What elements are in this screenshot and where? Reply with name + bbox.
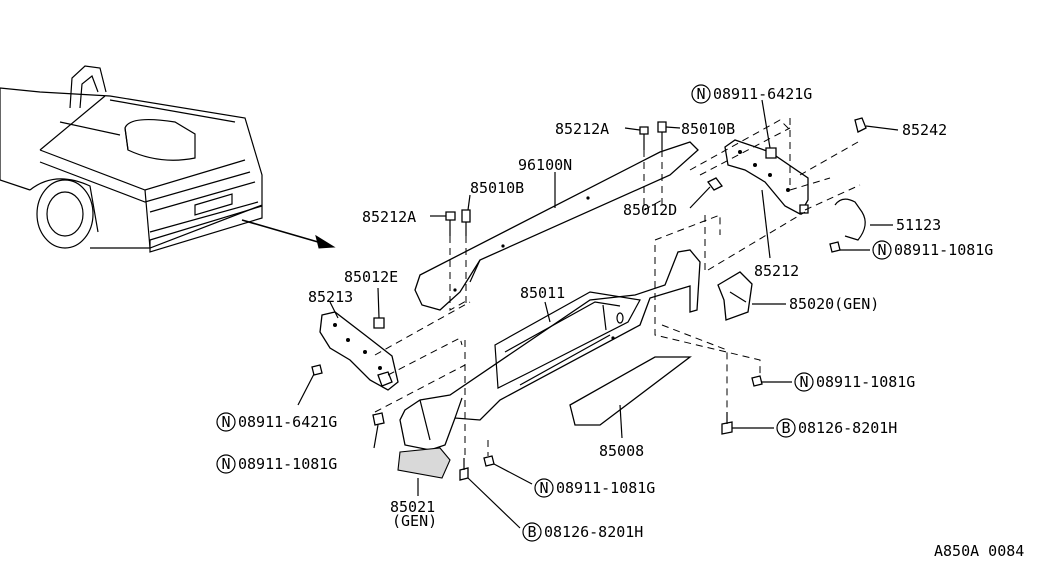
bolt-badge-bottom: B bbox=[522, 522, 542, 542]
step-pad-85008 bbox=[569, 356, 692, 426]
reinforcement-plate-96100N bbox=[414, 141, 699, 311]
label-08911-1081G-left: 08911-1081G bbox=[238, 455, 337, 473]
label-08911-6421G-top: 08911-6421G bbox=[713, 85, 812, 103]
label-85012E: 85012E bbox=[344, 268, 398, 286]
label-08126-8201H-bottom: 08126-8201H bbox=[544, 523, 643, 541]
svg-text:B: B bbox=[527, 523, 536, 541]
nut-badge-mid: N bbox=[794, 372, 814, 392]
svg-text:N: N bbox=[696, 85, 705, 103]
label-85010B-top: 85010B bbox=[681, 120, 735, 138]
nut-badge-left-lower: N bbox=[216, 454, 236, 474]
truck-bed-illustration bbox=[0, 65, 263, 253]
direction-arrow bbox=[241, 219, 336, 249]
label-85012D: 85012D bbox=[623, 201, 677, 219]
label-85242: 85242 bbox=[902, 121, 947, 139]
bolt-badge-right: B bbox=[776, 418, 796, 438]
label-08126-8201H-right: 08126-8201H bbox=[798, 419, 897, 437]
label-85021: 85021 bbox=[390, 498, 435, 516]
callout-badges: N N N N B N N B bbox=[216, 84, 892, 542]
label-85212A-top: 85212A bbox=[555, 120, 609, 138]
svg-text:N: N bbox=[539, 479, 548, 497]
rear-bumper-85011 bbox=[399, 249, 701, 451]
label-85010B-left: 85010B bbox=[470, 179, 524, 197]
corner-guard-85020 bbox=[717, 271, 753, 321]
label-85011: 85011 bbox=[520, 284, 565, 302]
nut-badge-right: N bbox=[872, 240, 892, 260]
figure-code: A850A 0084 bbox=[934, 542, 1024, 560]
part-labels: 08911-6421G 85212A 85010B 85242 96100N 8… bbox=[238, 85, 1024, 560]
bracket-85213 bbox=[319, 311, 399, 391]
label-08911-1081G-mid: 08911-1081G bbox=[816, 373, 915, 391]
label-08911-1081G-right: 08911-1081G bbox=[894, 241, 993, 259]
label-85008: 85008 bbox=[599, 442, 644, 460]
label-85021-gen: (GEN) bbox=[392, 512, 437, 530]
svg-text:N: N bbox=[877, 241, 886, 259]
label-08911-1081G-bottom: 08911-1081G bbox=[556, 479, 655, 497]
nut-badge-bottom: N bbox=[534, 478, 554, 498]
svg-text:N: N bbox=[221, 413, 230, 431]
label-08911-6421G-left: 08911-6421G bbox=[238, 413, 337, 431]
nut-badge-left: N bbox=[216, 412, 236, 432]
label-85212: 85212 bbox=[754, 262, 799, 280]
svg-text:B: B bbox=[781, 419, 790, 437]
bracket-85212 bbox=[724, 139, 809, 215]
nut-badge-top: N bbox=[691, 84, 711, 104]
svg-text:N: N bbox=[799, 373, 808, 391]
svg-text:N: N bbox=[221, 455, 230, 473]
label-96100N: 96100N bbox=[518, 156, 572, 174]
label-85212A-left: 85212A bbox=[362, 208, 416, 226]
label-51123: 51123 bbox=[896, 216, 941, 234]
corner-guard-85021 bbox=[397, 447, 451, 479]
hardware bbox=[311, 117, 867, 481]
label-85020-gen: 85020(GEN) bbox=[789, 295, 879, 313]
leader-lines bbox=[297, 99, 899, 529]
label-85213: 85213 bbox=[308, 288, 353, 306]
assembly-guide-lines bbox=[374, 118, 861, 458]
